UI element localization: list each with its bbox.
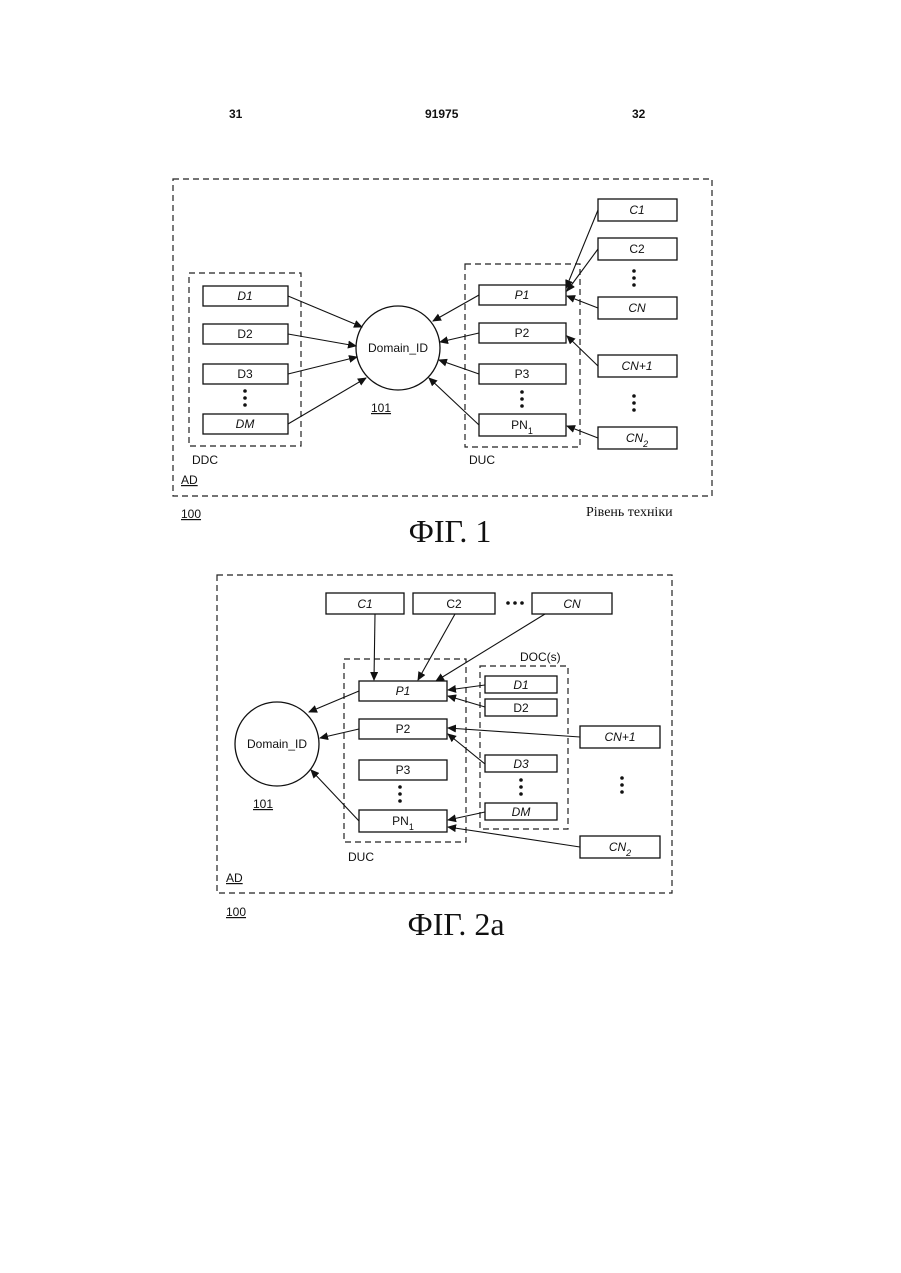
d1-label: D1 xyxy=(237,289,252,303)
dm-label: DM xyxy=(236,417,255,431)
edge-d1-domain xyxy=(288,296,362,327)
edge-d2-domain xyxy=(288,334,356,346)
ellipsis-dots xyxy=(506,601,524,605)
p2-label: P2 xyxy=(396,722,411,736)
p1-label: P1 xyxy=(396,684,411,698)
ref-101: 101 xyxy=(371,401,391,415)
edge-pn1-domain xyxy=(429,378,479,425)
edge-c2-p1 xyxy=(418,614,455,680)
edge-dm-domain xyxy=(288,378,366,424)
c1-label: C1 xyxy=(357,597,372,611)
cn-plus-1-label: CN+1 xyxy=(604,730,635,744)
prior-art-note: Рівень техніки xyxy=(586,505,673,520)
ref-101: 101 xyxy=(253,797,273,811)
c2-label: C2 xyxy=(446,597,462,611)
ellipsis-dots xyxy=(243,389,247,407)
figure-1: D1 D2 D3 DM DDC AD 100 Domain_ID 101 P1 … xyxy=(173,179,712,549)
doc-label: DOC(s) xyxy=(520,650,561,664)
cn-label: CN xyxy=(628,301,646,315)
edge-cn2-pn1 xyxy=(567,426,598,438)
ad-label: AD xyxy=(226,871,243,885)
ad-label: AD xyxy=(181,473,198,487)
figure-2a-caption: ФІГ. 2а xyxy=(407,906,504,942)
domain-id-label: Domain_ID xyxy=(247,737,307,751)
c2-label: C2 xyxy=(629,242,645,256)
duc-label: DUC xyxy=(348,850,374,864)
d3-label: D3 xyxy=(513,757,529,771)
d1-label: D1 xyxy=(513,678,528,692)
p2-label: P2 xyxy=(515,326,530,340)
edge-p2-domain xyxy=(320,729,359,738)
domain-id-label: Domain_ID xyxy=(368,341,428,355)
ellipsis-dots xyxy=(398,785,402,803)
edge-c1-p1 xyxy=(374,614,375,680)
edge-p3-domain xyxy=(439,360,479,374)
figure-2a: C1 C2 CN DOC(s) Domain_ID 101 P1 P2 P3 P… xyxy=(217,575,672,942)
figure-1-caption: ФІГ. 1 xyxy=(409,513,492,549)
edge-d3-domain xyxy=(288,357,357,374)
edge-p1-domain xyxy=(309,691,359,712)
edge-cn1-p2 xyxy=(448,728,580,737)
edge-p2-domain xyxy=(440,333,479,342)
edge-cn-p1 xyxy=(436,614,545,681)
ellipsis-dots xyxy=(520,390,524,408)
d2-label: D2 xyxy=(513,701,529,715)
p3-label: P3 xyxy=(515,367,530,381)
edge-p1-domain xyxy=(433,295,479,321)
edge-cn1-p2 xyxy=(567,336,598,366)
edge-cn-p1 xyxy=(567,296,598,308)
p3-label: P3 xyxy=(396,763,411,777)
edge-cn2-pn1 xyxy=(448,827,580,847)
c1-label: C1 xyxy=(629,203,644,217)
ddc-label: DDC xyxy=(192,453,218,467)
edge-c1-p1 xyxy=(566,210,598,288)
ellipsis-dots xyxy=(519,778,523,796)
ellipsis-dots xyxy=(620,776,624,794)
cn-plus-1-label: CN+1 xyxy=(621,359,652,373)
duc-label: DUC xyxy=(469,453,495,467)
d2-label: D2 xyxy=(237,327,253,341)
edge-pn1-domain xyxy=(311,770,359,821)
ellipsis-dots xyxy=(632,394,636,412)
dm-label: DM xyxy=(512,805,531,819)
edge-c2-p1 xyxy=(567,249,598,291)
ellipsis-dots xyxy=(632,269,636,287)
ref-100: 100 xyxy=(181,507,201,521)
p1-label: P1 xyxy=(515,288,530,302)
d3-label: D3 xyxy=(237,367,253,381)
cn-label: CN xyxy=(563,597,581,611)
ref-100: 100 xyxy=(226,905,246,919)
